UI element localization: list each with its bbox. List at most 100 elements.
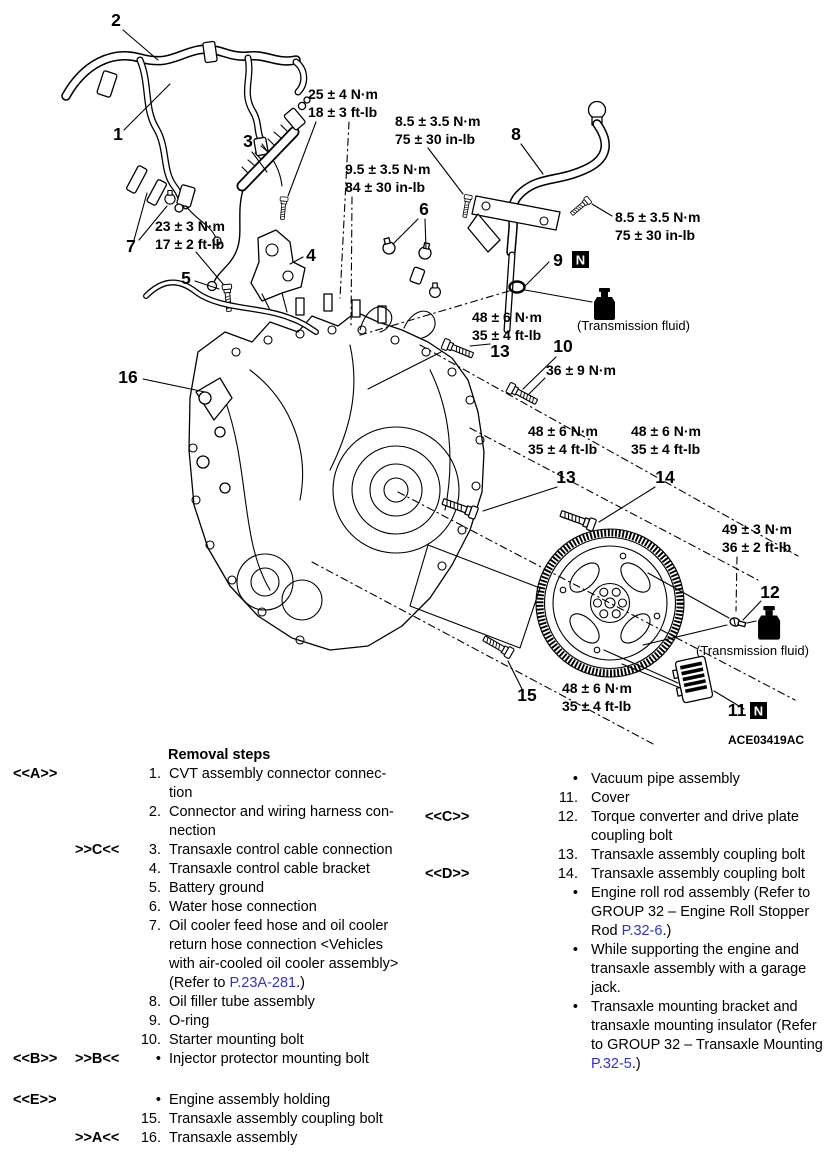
torque-36nm: 36 ± 9 N·m [546,362,616,378]
water-hose-clamps-drawing [379,236,441,298]
callout-9: 9 [553,250,563,270]
step-number: 10. [140,1032,161,1048]
projection-line [311,561,656,745]
step-marker: <<C>> [425,809,470,825]
step-text: Cover [591,790,630,806]
removal-steps-title: Removal steps [168,747,271,763]
callout-11: 11 [728,700,747,720]
step-number: 14. [557,866,578,882]
step-text: Transaxle control cable bracket [169,861,370,877]
list-gap [13,1069,417,1091]
step-number: 2. [148,804,161,820]
step-text: Connector and wiring harness con- nectio… [169,804,394,839]
starter-bolt-10-icon [505,381,540,408]
callout-8: 8 [511,124,521,144]
torque-25nm: 25 ± 4 N·m [308,86,378,102]
step-text: Transaxle control cable connection [169,842,393,858]
step-text: Oil cooler feed hose and oil cooler retu… [169,918,399,991]
step-row: 11. Cover [425,789,827,808]
step-text: While supporting the engine and transaxl… [591,942,807,996]
note-badge-N: N [750,702,767,719]
torque-85nm-imp: 75 ± 30 in-lb [615,227,695,243]
torque-85nm-imp: 75 ± 30 in-lb [395,131,475,147]
step-text: Engine assembly holding [169,1092,331,1108]
callout-2: 2 [111,10,121,30]
transmission-fluid-bottle-icon [594,288,615,320]
coupling-bolt-14-icon [558,507,598,533]
step-marker: <<A>> [13,766,58,782]
step-number: • [572,942,578,958]
n-badge-letter: N [754,704,763,719]
leader-lines [122,29,762,710]
step-row: 6. Water hose connection [13,898,417,917]
exploded-diagram: 2 1 3 4 5 6 7 8 9 13 10 16 13 14 12 15 1… [61,10,809,745]
hose-clamps-7-drawing [126,165,184,213]
callout-7: 7 [126,236,136,256]
step-marker: <<D>> [425,866,470,882]
step-text: Starter mounting bolt [169,1032,304,1048]
small-bolt-icon [568,195,593,218]
step-marker: <<B>> [13,1051,58,1067]
torque-49nm: 49 ± 3 N·m [722,521,792,537]
step-text: O-ring [169,1013,210,1029]
step-number: 12. [557,809,578,825]
step-number: 15. [140,1111,161,1127]
callout-14: 14 [655,467,675,487]
step-number: • [155,1092,161,1108]
torque-23nm: 23 ± 3 N·m [155,218,225,234]
step-text: Water hose connection [169,899,317,915]
step-row: 15. Transaxle assembly coupling bolt [13,1110,417,1129]
step-number: • [155,1051,161,1067]
step-row: 9. O-ring [13,1012,417,1031]
removal-steps-right-column: • Vacuum pipe assembly 11. Cover <<C>> 1… [425,770,827,1074]
step-row: <<A>> 1. CVT assembly connector connec- … [13,765,417,803]
torque-49nm-imp: 36 ± 2 ft-lb [722,539,791,555]
refer-link[interactable]: P.32-6 [621,923,663,939]
step-number: 9. [148,1013,161,1029]
step-marker: >>B<< [75,1051,120,1067]
step-text: Engine roll rod assembly (Refer to GROUP… [591,885,811,939]
step-row: 13. Transaxle assembly coupling bolt [425,846,827,865]
note-badge-N: N [572,251,589,268]
step-text: Transaxle assembly coupling bolt [169,1111,383,1127]
fluid-note: (Transmission fluid) [696,643,809,658]
step-row: 2. Connector and wiring harness con- nec… [13,803,417,841]
step-number: 8. [148,994,161,1010]
step-number: 4. [148,861,161,877]
step-text: Transaxle assembly coupling bolt [591,866,805,882]
step-row: 5. Battery ground [13,879,417,898]
step-number: 11. [558,790,578,806]
torque-85nm: 8.5 ± 3.5 N·m [395,113,481,129]
torque-95nm-imp: 84 ± 30 in-lb [345,179,425,195]
callout-10: 10 [553,336,573,356]
step-row: 10. Starter mounting bolt [13,1031,417,1050]
step-row: • Engine roll rod assembly (Refer to GRO… [425,884,827,941]
step-row: 4. Transaxle control cable bracket [13,860,417,879]
cover-11-drawing [672,655,714,704]
drive-plate-drawing [535,528,685,678]
step-text: Transaxle assembly coupling bolt [591,847,805,863]
callout-3: 3 [243,131,253,151]
cable-bracket-drawing [250,229,306,313]
transmission-fluid-bottle-icon [758,606,781,640]
step-number: • [572,771,578,787]
removal-steps-left-column: Removal steps <<A>> 1. CVT assembly conn… [13,746,417,1148]
step-text: Vacuum pipe assembly [591,771,740,787]
step-row: 8. Oil filler tube assembly [13,993,417,1012]
oil-filler-tube-drawing [467,100,610,334]
refer-link[interactable]: P.23A-281 [229,975,297,991]
step-row: <<C>> 12. Torque converter and drive pla… [425,808,827,846]
refer-link[interactable]: P.32-5 [591,1056,632,1072]
control-cable-drawing [206,96,311,292]
step-number: • [572,885,578,901]
torque-48nm: 48 ± 6 N·m [631,423,701,439]
step-number: 16. [140,1130,161,1146]
callout-16: 16 [118,367,138,387]
step-row: • While supporting the engine and transa… [425,941,827,998]
projection-line [419,344,799,557]
step-number: 13. [557,847,578,863]
torque-48nm-imp: 35 ± 4 ft-lb [562,698,631,714]
step-marker: >>A<< [75,1130,120,1146]
step-number: 3. [148,842,161,858]
step-text: CVT assembly connector connec- tion [169,766,387,801]
